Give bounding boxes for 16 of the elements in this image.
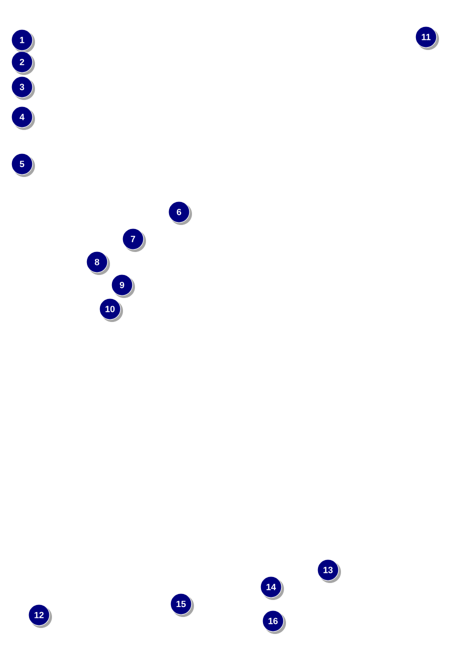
callout-number: 8 [86, 251, 110, 275]
callout-number: 16 [262, 610, 286, 634]
callout-number: 4 [11, 106, 35, 130]
callout-number: 15 [170, 593, 194, 617]
callout-number: 14 [260, 576, 284, 600]
callout-number: 1 [11, 29, 35, 53]
callout-number: 12 [28, 604, 52, 628]
callout-number: 7 [122, 228, 146, 252]
callout-number: 3 [11, 76, 35, 100]
callout-number: 6 [168, 201, 192, 225]
callout-number: 11 [415, 26, 439, 50]
callout-number: 9 [111, 274, 135, 298]
callout-number: 10 [99, 298, 123, 322]
callout-number: 13 [317, 559, 341, 583]
callout-number: 2 [11, 51, 35, 75]
callout-number: 5 [11, 153, 35, 177]
